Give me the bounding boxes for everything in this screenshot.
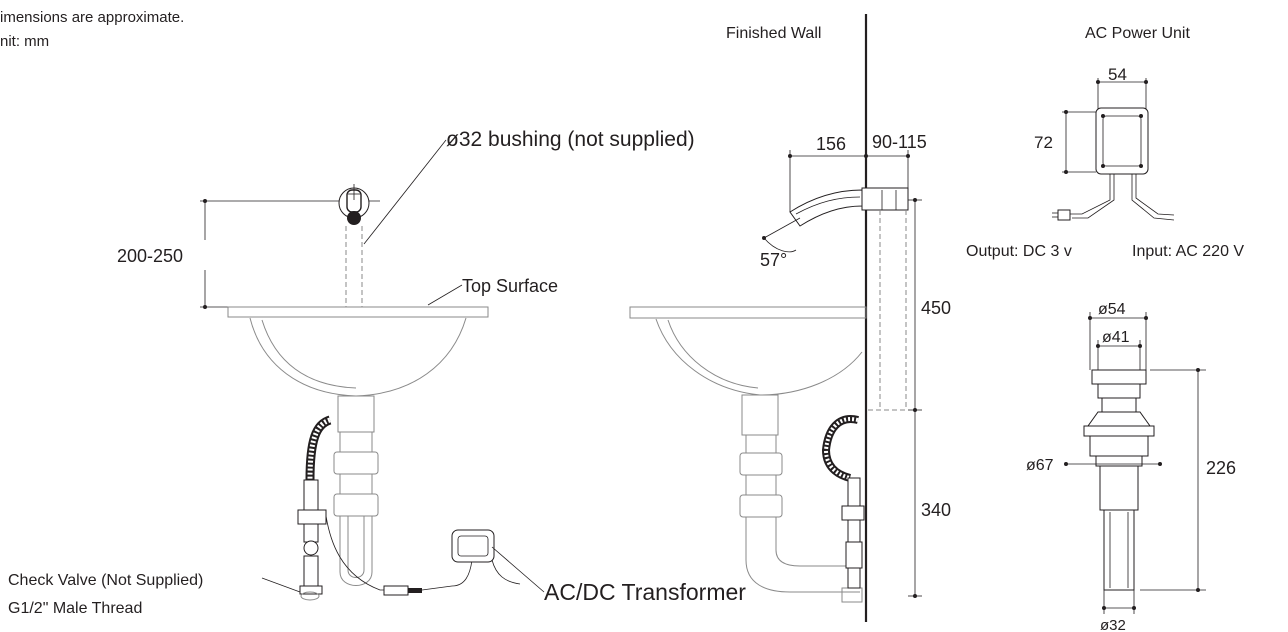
front-view: 200-250 ø32 bushing (not supplied) Top S… bbox=[8, 128, 746, 617]
side-view: Finished Wall 156 90-115 57° bbox=[629, 14, 951, 622]
wall-flange bbox=[861, 187, 909, 211]
check-valve-disc bbox=[300, 591, 320, 601]
dimension-upper-label: 450 bbox=[921, 298, 951, 318]
diameter-top-label: ø54 bbox=[1098, 301, 1126, 318]
height-dimension-label: 200-250 bbox=[117, 246, 183, 266]
bushing-label: ø32 bushing (not supplied) bbox=[446, 128, 695, 151]
finished-wall-label: Finished Wall bbox=[726, 25, 821, 42]
cable-connector bbox=[383, 585, 409, 596]
projection-dimension-label: 90-115 bbox=[872, 132, 927, 152]
spout bbox=[789, 189, 863, 227]
output-label: Output: DC 3 v bbox=[966, 243, 1072, 260]
angle-label: 57° bbox=[760, 250, 787, 270]
sensor-eye bbox=[347, 211, 361, 225]
transformer-label: AC/DC Transformer bbox=[544, 579, 746, 605]
check-valve-label: Check Valve (Not Supplied) bbox=[8, 572, 203, 589]
diameter-mid-label: ø67 bbox=[1026, 457, 1054, 474]
diameter-bottom-label: ø32 bbox=[1100, 617, 1126, 632]
basin-rim-front bbox=[227, 306, 489, 318]
ac-power-unit: AC Power Unit 54 72 Output: DC 3 v Input… bbox=[966, 25, 1244, 260]
transformer-box bbox=[451, 529, 495, 563]
thread-label: G1/2" Male Thread bbox=[8, 600, 142, 617]
power-unit-width-label: 54 bbox=[1108, 65, 1127, 84]
diameter-second-label: ø41 bbox=[1102, 329, 1130, 346]
power-unit-height-label: 72 bbox=[1034, 133, 1053, 152]
dimension-lower-label: 340 bbox=[921, 500, 951, 520]
input-label: Input: AC 220 V bbox=[1132, 243, 1244, 260]
basin-rim-side bbox=[629, 306, 867, 319]
power-unit-title: AC Power Unit bbox=[1085, 25, 1190, 42]
power-unit-box bbox=[1095, 107, 1149, 175]
note-unit: nit: mm bbox=[0, 33, 49, 50]
sensor-body: ø54 ø41 ø67 226 bbox=[1026, 301, 1236, 632]
spout-dimension-label: 156 bbox=[816, 134, 846, 154]
sensor-height-label: 226 bbox=[1206, 458, 1236, 478]
top-surface-label: Top Surface bbox=[462, 276, 558, 296]
note-approximate: imensions are approximate. bbox=[0, 9, 184, 26]
